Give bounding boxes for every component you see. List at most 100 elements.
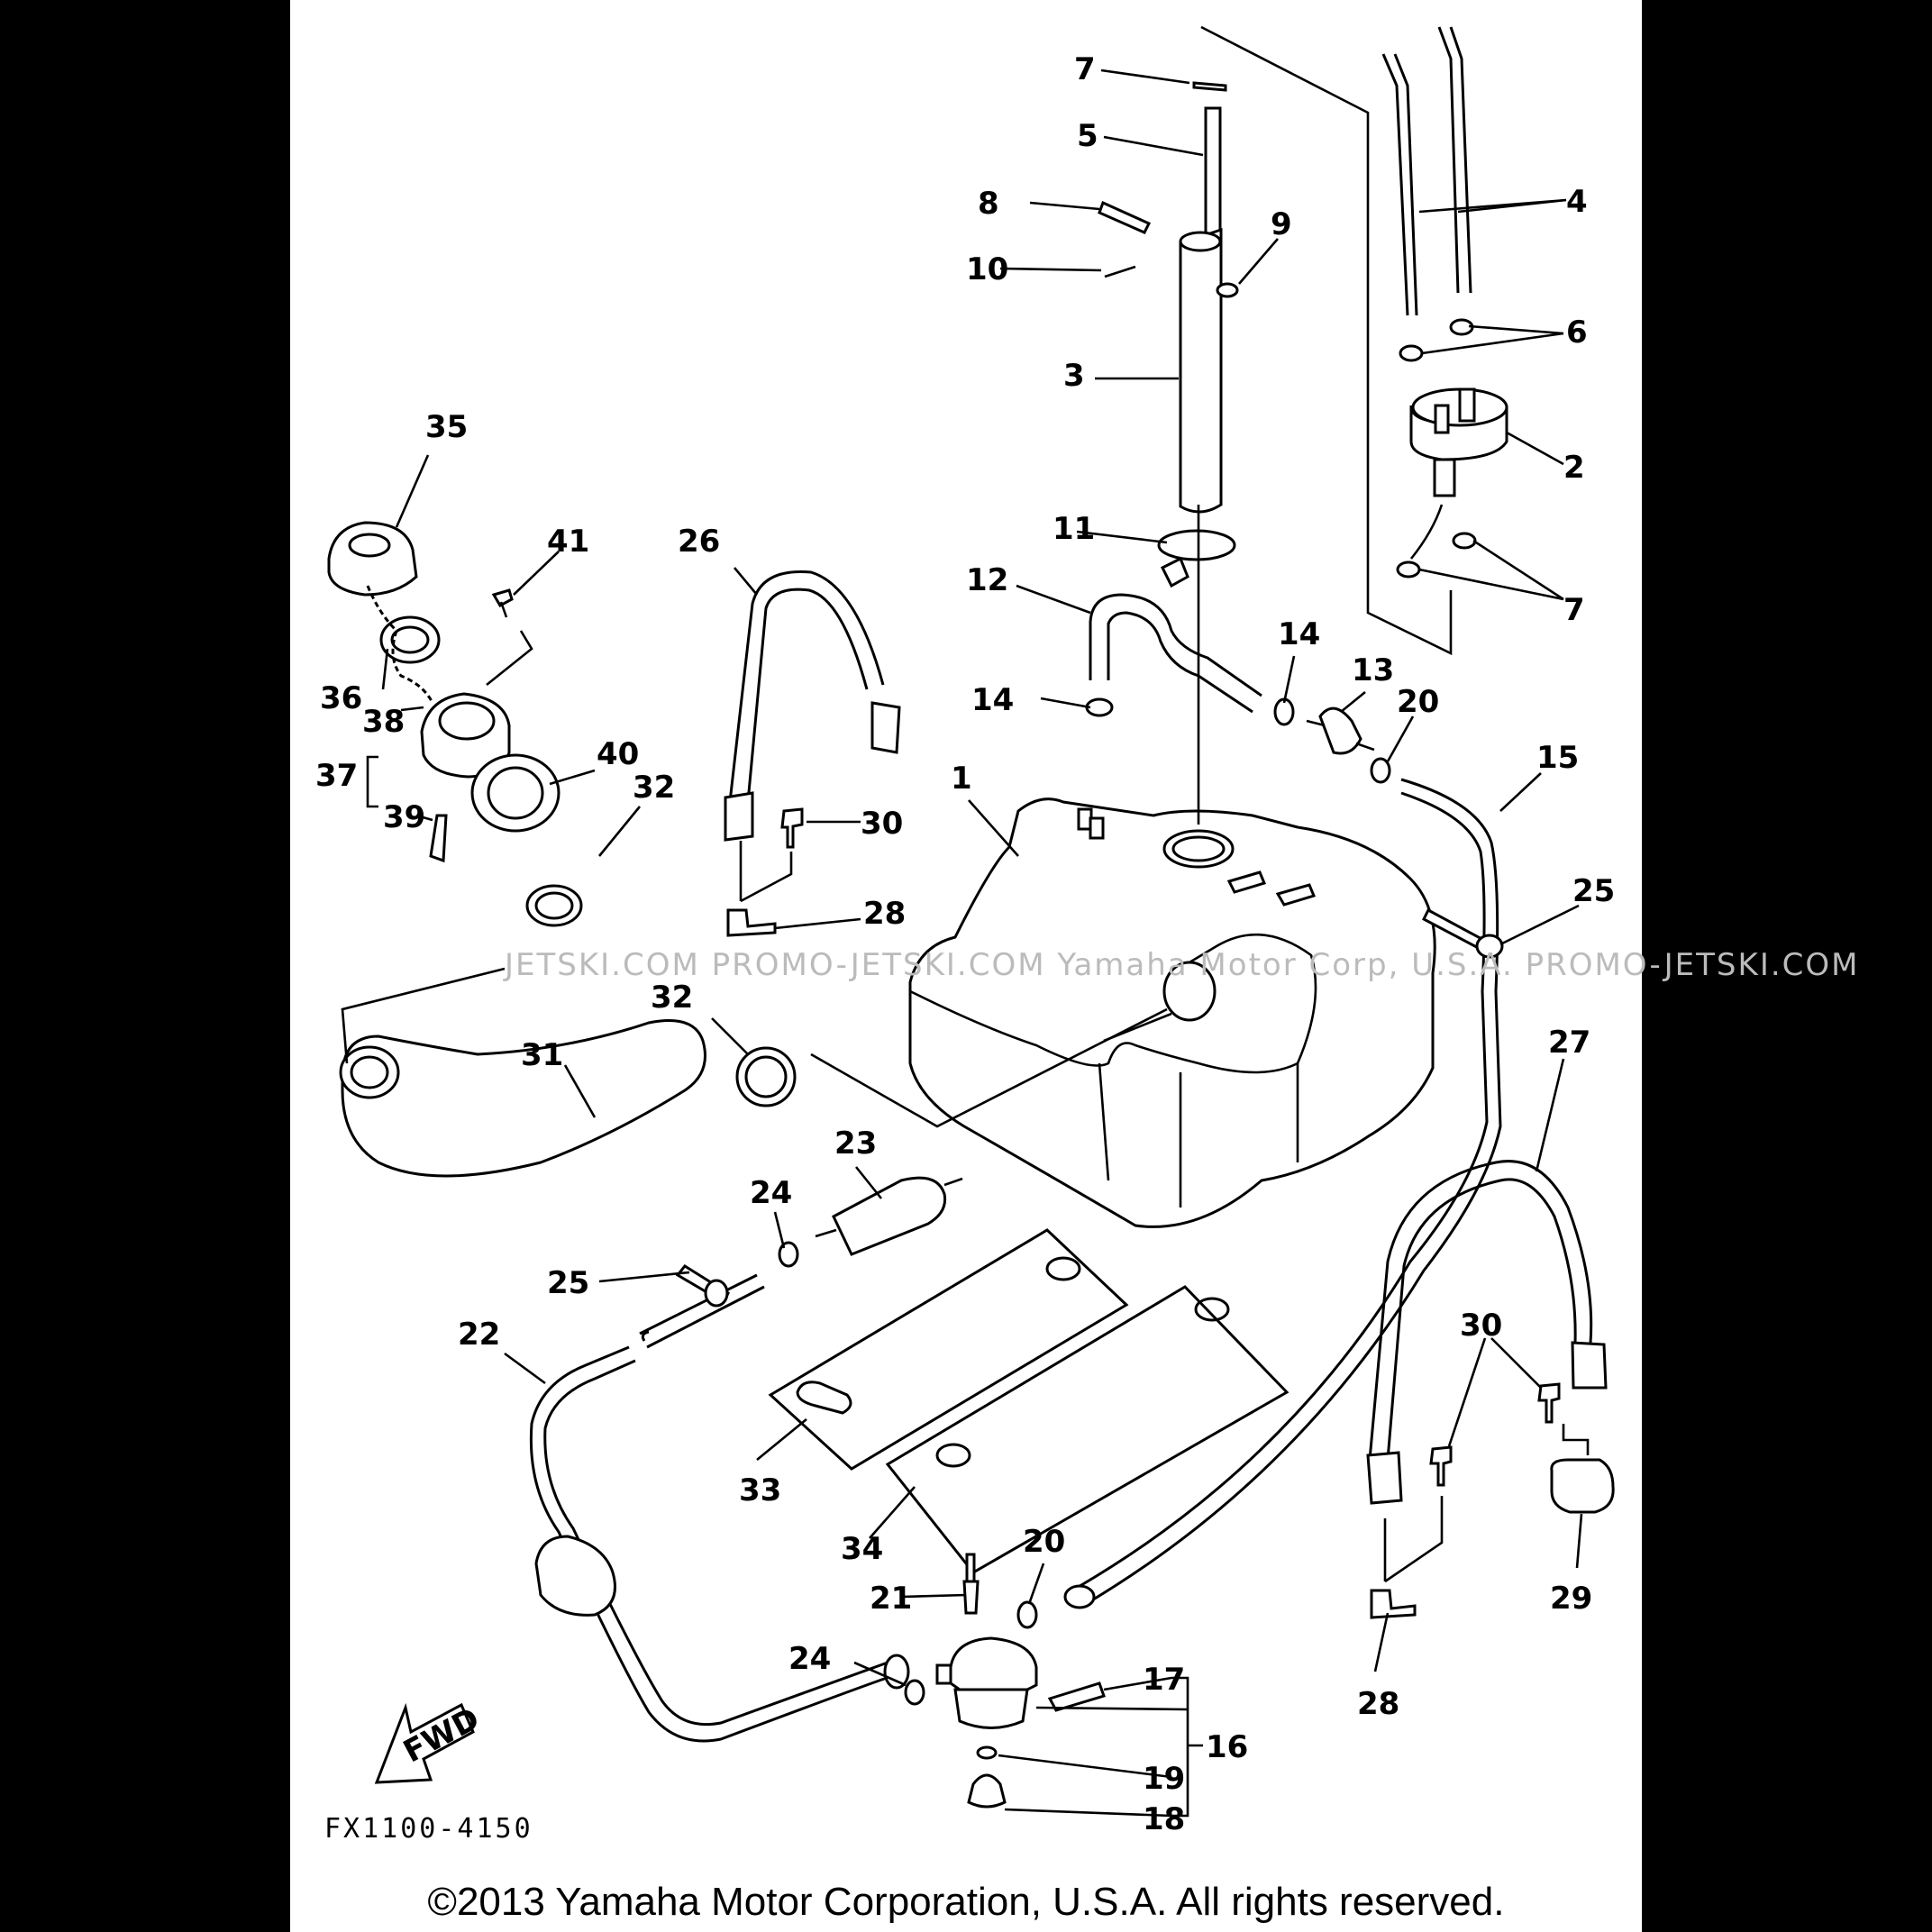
callout-30b: 30 <box>1460 1308 1502 1344</box>
pipe-segment <box>639 1273 765 1349</box>
callout-32b: 32 <box>633 770 675 806</box>
clip-part-20b <box>1016 1600 1038 1629</box>
tank-pads <box>768 1228 1290 1574</box>
gasket-part-40 <box>470 753 560 833</box>
clip-part-14b <box>1273 697 1295 726</box>
callout-7-top: 7 <box>1074 51 1096 87</box>
callout-25b: 25 <box>547 1265 589 1301</box>
callout-17: 17 <box>1143 1662 1185 1698</box>
gasket-part-36 <box>379 615 441 664</box>
callout-3: 3 <box>1063 358 1085 394</box>
cap-chain-part-38 <box>366 585 434 704</box>
grommet <box>534 1535 616 1617</box>
callout-6: 6 <box>1566 314 1588 351</box>
callout-38: 38 <box>362 704 405 740</box>
callout-28b: 28 <box>1357 1686 1399 1722</box>
pad-part-33 <box>768 1228 1129 1471</box>
callout-37: 37 <box>315 758 358 794</box>
callout-30a: 30 <box>861 806 903 842</box>
callout-32a: 32 <box>651 980 693 1016</box>
callout-28a: 28 <box>863 896 906 932</box>
filler-flange-part-37 <box>420 692 511 779</box>
callout-23: 23 <box>834 1125 877 1162</box>
callout-10: 10 <box>966 251 1008 287</box>
forward-direction-arrow: FWD <box>374 1700 486 1784</box>
drawing-code: FX1100-4150 <box>324 1813 533 1845</box>
washer-part-9 <box>1216 282 1239 298</box>
screw-part-41 <box>491 588 514 608</box>
callout-29: 29 <box>1550 1581 1592 1617</box>
callout-1: 1 <box>951 761 972 797</box>
vent-hose-assembly <box>1381 26 1508 579</box>
bracket-part-17 <box>1047 1681 1106 1712</box>
vent-hose-part-4b <box>1437 26 1460 294</box>
check-valve-part-13 <box>1318 706 1362 755</box>
bolt-part-30a <box>780 807 804 849</box>
watermark: JETSKI.COM PROMO-JETSKI.COM Yamaha Motor… <box>503 947 1860 983</box>
bolt-part-8 <box>1098 200 1152 234</box>
callout-5: 5 <box>1077 118 1098 154</box>
callout-34: 34 <box>841 1531 883 1567</box>
drain-plug-part-18 <box>967 1773 1007 1809</box>
callout-24b: 24 <box>788 1641 831 1677</box>
callout-22: 22 <box>458 1317 500 1353</box>
callout-21: 21 <box>870 1581 912 1617</box>
callout-26: 26 <box>678 524 720 560</box>
callout-41: 41 <box>547 524 589 560</box>
callout-2: 2 <box>1563 450 1585 486</box>
callout-35: 35 <box>425 409 468 445</box>
callout-20a: 20 <box>1397 684 1439 720</box>
callout-19: 19 <box>1143 1761 1185 1797</box>
callout-14b: 14 <box>1278 616 1320 652</box>
callout-numbers: 7 5 8 9 10 3 4 6 2 7 11 12 14 14 13 20 1… <box>315 51 1615 1837</box>
fuel-strainer-part-16 <box>904 1553 1106 1809</box>
bracket-part-28b <box>1370 1589 1417 1619</box>
clip-part-24b <box>904 1679 925 1706</box>
callout-11: 11 <box>1053 511 1095 547</box>
filler-neck-part-3 <box>1179 227 1223 514</box>
callout-40: 40 <box>597 736 639 772</box>
callout-13: 13 <box>1352 652 1394 688</box>
cotter-pin-part-10 <box>1104 265 1136 278</box>
callout-7-bottom: 7 <box>1563 592 1585 628</box>
fuel-hose-part-22 <box>529 1176 963 1743</box>
bolt-part-30c <box>1429 1445 1453 1487</box>
callout-36: 36 <box>320 680 362 716</box>
holder-part-29 <box>1550 1458 1615 1514</box>
clamp-part-11 <box>1157 529 1236 561</box>
clip-part-7-top <box>1192 81 1227 92</box>
callout-4: 4 <box>1566 184 1588 220</box>
leader-lines <box>366 68 1583 1818</box>
clip-part-20a <box>1370 757 1391 784</box>
callout-18: 18 <box>1143 1801 1185 1837</box>
callout-39: 39 <box>383 799 425 835</box>
callout-27: 27 <box>1548 1025 1590 1061</box>
callout-8: 8 <box>978 186 999 222</box>
filler-neck-assembly <box>1098 25 1453 802</box>
callout-16: 16 <box>1206 1729 1248 1765</box>
screw-part-21 <box>965 1553 976 1583</box>
callout-33: 33 <box>739 1472 781 1508</box>
callout-9: 9 <box>1271 206 1292 242</box>
o-ring-part-19 <box>976 1745 998 1760</box>
tank-strap-part-26 <box>724 570 901 937</box>
callout-31: 31 <box>521 1037 563 1073</box>
clip-part-7-bottom <box>1396 560 1421 579</box>
callout-15: 15 <box>1536 740 1579 776</box>
clip-part-24a <box>778 1241 799 1268</box>
bolt-part-30b <box>1537 1382 1561 1424</box>
fuel-filter-part-23 <box>832 1176 947 1256</box>
filler-cap-assembly <box>327 521 583 927</box>
pad-part-34 <box>885 1285 1290 1574</box>
tank-strap-part-27 <box>1366 1160 1615 1619</box>
bracket-part-28a <box>726 908 777 937</box>
callout-25a: 25 <box>1572 873 1615 909</box>
callout-20b: 20 <box>1023 1524 1065 1560</box>
copyright-notice: ©2013 Yamaha Motor Corporation, U.S.A. A… <box>427 1880 1505 1924</box>
vent-line-assembly <box>1085 593 1391 784</box>
filler-hose-part-31 <box>339 967 1168 1178</box>
clip-part-14a <box>1085 697 1114 717</box>
vent-hose-part-4a <box>1381 53 1409 316</box>
callout-24a: 24 <box>750 1175 792 1211</box>
